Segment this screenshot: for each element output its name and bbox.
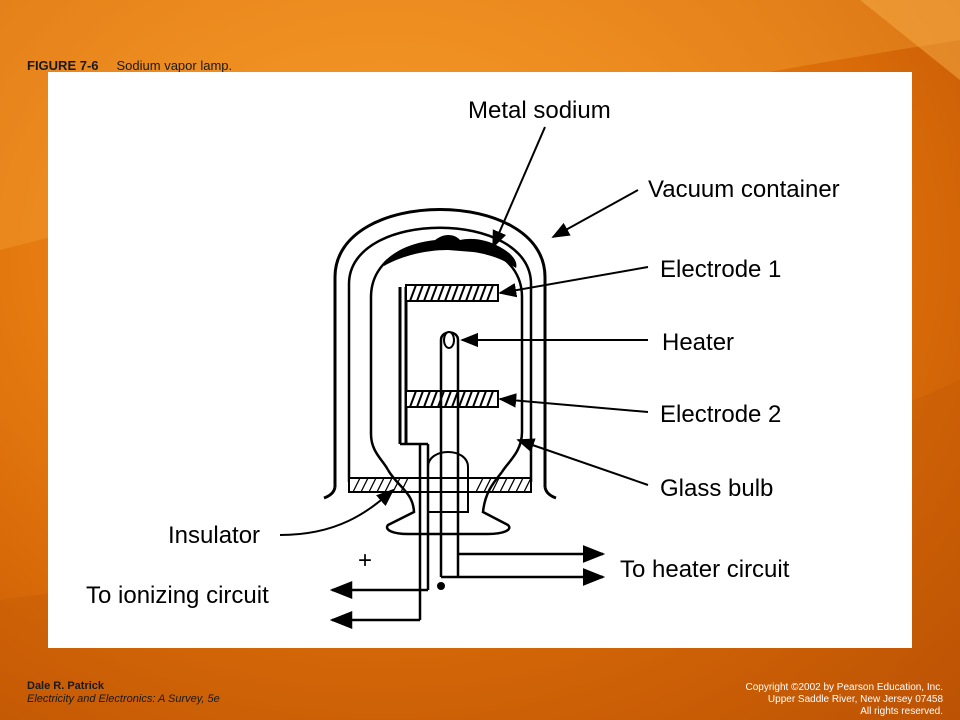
label-vacuum-container: Vacuum container [648,176,840,203]
label-insulator: Insulator [168,522,260,549]
figure-number: FIGURE 7-6 [27,58,99,73]
label-electrode-1: Electrode 1 [660,256,781,283]
heater-tip [443,331,455,349]
label-heater: Heater [662,329,734,356]
copyright-line-3: All rights reserved. [860,706,943,717]
insulator-leader [279,488,395,536]
container-flange-left [323,486,337,500]
container-flange-right [543,486,557,500]
heater-element [439,331,460,577]
vacuum-container-leader [551,189,639,238]
vacuum-container-outline [333,208,547,487]
sodium-lamp-diagram: Metal sodium Vacuum container Electrode … [86,97,840,629]
glass-bulb-outline [369,239,524,473]
metal-sodium-deposit [384,235,517,268]
junction-dot [437,582,445,590]
figure-panel: Metal sodium Vacuum container Electrode … [48,72,912,648]
copyright-line-1: Copyright ©2002 by Pearson Education, In… [745,682,944,693]
metal-sodium-leader [492,126,546,249]
label-plus-sign: + [358,547,372,574]
figure-title: Sodium vapor lamp. [116,58,233,73]
footer-book-title: Electricity and Electronics: A Survey, 5… [27,693,220,705]
figure-caption: FIGURE 7-6 Sodium vapor lamp. [27,58,232,73]
label-to-heater-circuit: To heater circuit [620,556,790,583]
base-plate-hatching [352,477,532,493]
label-glass-bulb: Glass bulb [660,475,773,502]
footer-author: Dale R. Patrick [27,680,105,692]
footer-copyright: Copyright ©2002 by Pearson Education, In… [746,682,944,718]
footer-citation: Dale R. Patrick Electricity and Electron… [27,680,220,706]
electrode-2-leader [498,393,649,413]
electrode-1-leader [498,266,649,298]
label-metal-sodium: Metal sodium [468,97,611,124]
vacuum-container-inner-outline [347,226,533,482]
glass-bulb-neck [385,469,511,536]
label-electrode-2: Electrode 2 [660,401,781,428]
glass-bulb-leader [516,438,649,486]
label-to-ionizing-circuit: To ionizing circuit [86,582,269,609]
copyright-line-2: Upper Saddle River, New Jersey 07458 [767,694,943,705]
